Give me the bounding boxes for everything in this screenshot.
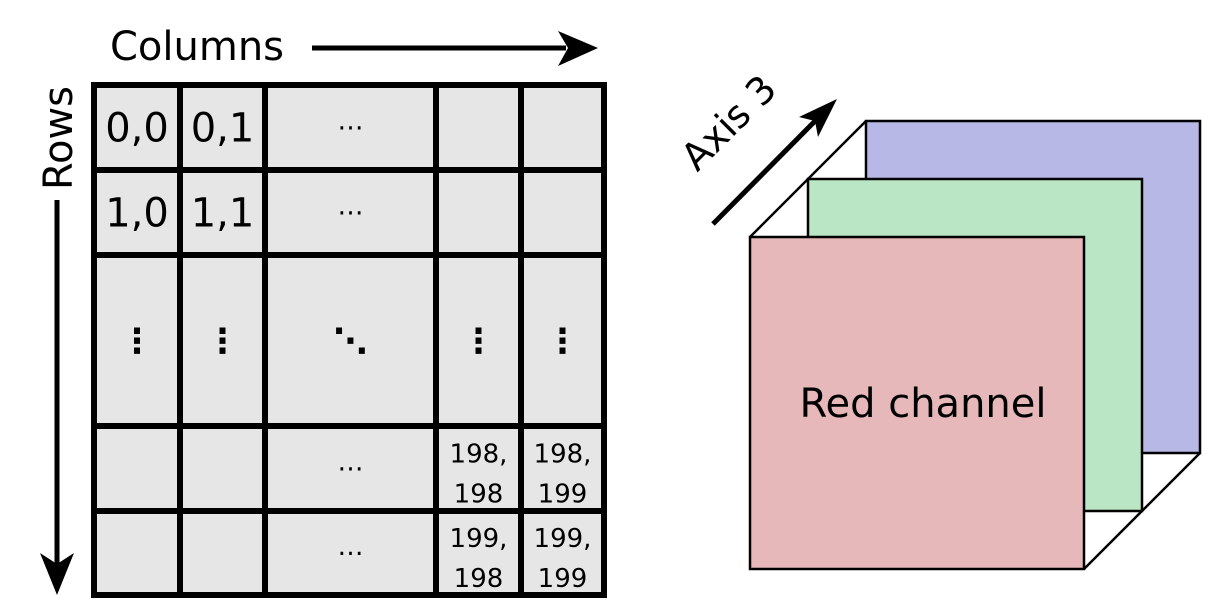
grid-line-horizontal [91,167,607,173]
grid-line-horizontal [91,592,607,598]
grid-line-horizontal [91,252,607,258]
matrix-cell: ⋱ [334,322,368,362]
grid-line-vertical [601,82,607,598]
matrix-cell: ⋮ [206,322,240,362]
grid-line-vertical [433,82,439,598]
matrix-cell: ⋮ [462,322,496,362]
matrix-cell: ⋮ [546,322,580,362]
matrix-cell: 198,198 [450,440,508,510]
matrix-cell: 199,199 [534,524,592,594]
matrix-cell: 0,1 [191,106,255,152]
matrix-cell: 1,0 [105,191,169,237]
red-channel-label: Red channel [800,381,1047,427]
channel-stack [748,119,1202,571]
grid-line-horizontal [91,82,607,88]
grid-line-vertical [262,82,268,598]
axis3-arrow-icon [711,99,837,226]
matrix-cell: … [338,532,364,562]
rows-arrow-icon [40,200,74,595]
matrix-cell: … [338,448,364,478]
grid-line-vertical [177,82,183,598]
matrix-cell: 198,199 [534,440,592,510]
matrix-cell: 199,198 [450,524,508,594]
matrix-cell: … [338,192,364,222]
columns-arrow-icon [312,31,598,66]
grid-line-horizontal [91,508,607,514]
columns-label: Columns [110,24,284,70]
grid-line-vertical [518,82,524,598]
pixel-matrix: 0,0 0,1 … 1,0 1,1 … ⋮ ⋮ ⋱ ⋮ ⋮ … 198,198 198,199 … 199,1… [91,82,607,598]
matrix-cell: … [338,107,364,137]
red-channel-face [748,235,1086,571]
axis3-label: Axis 3 [673,67,786,180]
grid-line-vertical [91,82,97,598]
matrix-cell: ⋮ [120,322,154,362]
rows-label: Rows [36,86,82,190]
matrix-cell: 0,0 [105,106,169,152]
matrix-cell: 1,1 [191,191,255,237]
grid-line-horizontal [91,423,607,429]
